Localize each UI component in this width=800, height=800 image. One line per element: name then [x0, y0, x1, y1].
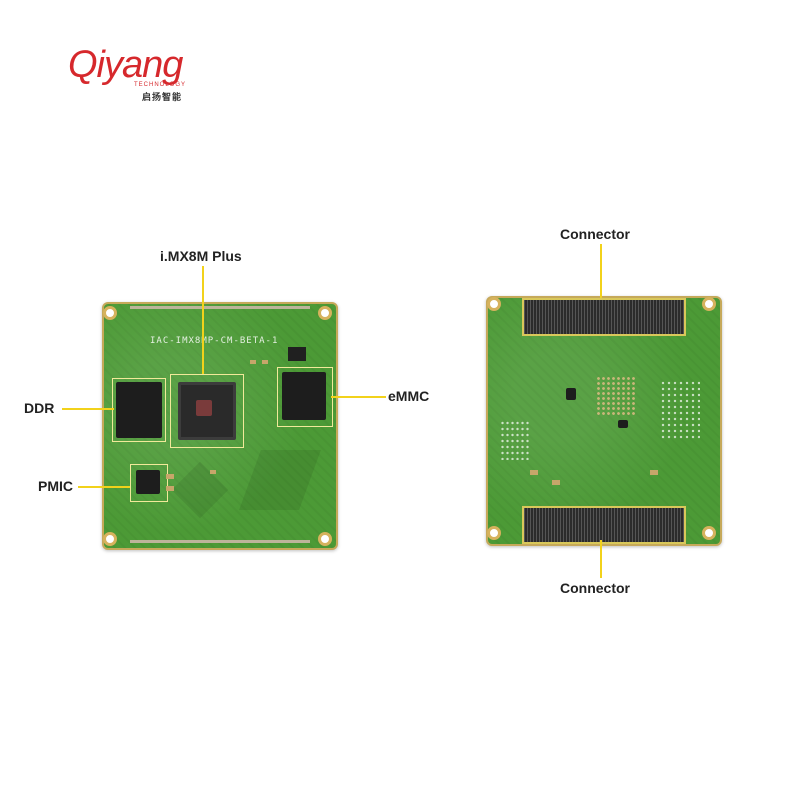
soc-outline [170, 374, 244, 448]
mounting-hole [318, 532, 332, 546]
passive-component [262, 360, 268, 364]
ddr-chip [116, 382, 162, 438]
label-connector-bottom: Connector [560, 580, 630, 596]
board-silkscreen: IAC-IMX8MP-CM-BETA-1 [150, 336, 279, 346]
passive-component [166, 474, 174, 479]
emmc-chip [282, 372, 326, 420]
leader-connector-top [600, 244, 602, 298]
qiyang-logo: Qiyang TECHNOLOGY 启扬智能 [62, 38, 192, 102]
label-emmc: eMMC [388, 388, 430, 404]
edge-pad [130, 540, 310, 543]
leader-soc [202, 266, 204, 374]
soc-die-mark [196, 400, 212, 416]
ddr-outline [112, 378, 166, 442]
passive-component [552, 480, 560, 485]
leader-ddr [62, 408, 114, 410]
leader-emmc [331, 396, 386, 398]
mounting-hole [702, 297, 716, 311]
pmic-chip [136, 470, 160, 494]
brand-chinese-name: 启扬智能 [142, 92, 183, 102]
label-ddr: DDR [24, 400, 55, 416]
leader-pmic [78, 486, 130, 488]
leader-connector-bottom [600, 540, 602, 578]
mounting-hole [702, 526, 716, 540]
brand-name: Qiyang [68, 44, 183, 86]
label-soc: i.MX8M Plus [160, 248, 242, 264]
passive-component [530, 470, 538, 475]
small-ic [288, 347, 306, 361]
passive-component [166, 486, 174, 491]
board-connector-top [522, 298, 686, 336]
mounting-hole [318, 306, 332, 320]
mounting-hole [487, 297, 501, 311]
passive-component [210, 470, 216, 474]
board-connector-bottom [522, 506, 686, 544]
mounting-hole [487, 526, 501, 540]
mounting-hole [103, 532, 117, 546]
back-ic [618, 420, 628, 428]
label-connector-top: Connector [560, 226, 630, 242]
pmic-outline [130, 464, 168, 502]
back-ic [566, 388, 576, 400]
brand-tagline: TECHNOLOGY [134, 82, 187, 88]
test-pad-grid [500, 420, 530, 460]
edge-pad [130, 306, 310, 309]
passive-component [250, 360, 256, 364]
mounting-hole [103, 306, 117, 320]
passive-component [650, 470, 658, 475]
test-pad-grid [660, 380, 700, 440]
label-pmic: PMIC [38, 478, 73, 494]
test-pad-grid [596, 376, 636, 416]
